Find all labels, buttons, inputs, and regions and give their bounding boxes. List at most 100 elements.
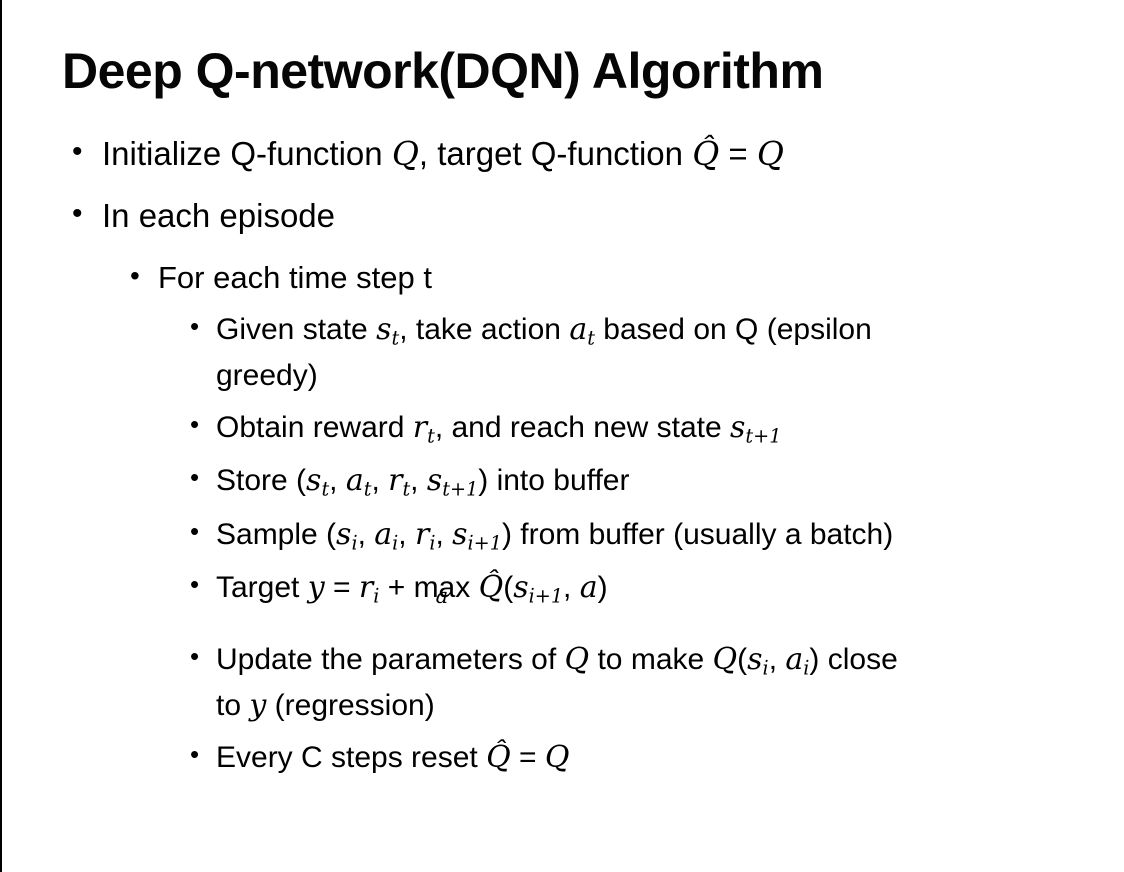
math-symbol: t bbox=[587, 326, 595, 350]
math-symbol: t+1 bbox=[745, 424, 782, 448]
math-symbol: y bbox=[307, 569, 325, 605]
math-symbol: t bbox=[427, 424, 435, 448]
bullet-item: • Obtain reward rt, and reach new state s… bbox=[2, 405, 1124, 451]
bullet-icon: • bbox=[190, 515, 200, 546]
math-symbol: a bbox=[345, 463, 364, 499]
math-symbol: a bbox=[569, 312, 588, 348]
math-symbol: Q bbox=[756, 134, 784, 173]
math-symbol: Q̂ bbox=[478, 569, 504, 605]
bullet-icon: • bbox=[190, 568, 200, 599]
bullet-icon: • bbox=[190, 311, 200, 342]
text-segment: ) into buffer bbox=[478, 464, 630, 498]
math-symbol: r bbox=[358, 569, 374, 605]
math-symbol: i+1 bbox=[528, 584, 564, 608]
bullet-icon: • bbox=[190, 462, 200, 493]
math-symbol: i bbox=[392, 531, 399, 555]
text-segment: (regression) bbox=[266, 689, 435, 723]
math-symbol: i+1 bbox=[467, 531, 502, 555]
bullet-text: Store (st, at, rt, st+1) into buffer bbox=[216, 458, 1124, 504]
bullet-text: In each episode bbox=[102, 194, 1124, 239]
bullet-item: •Given state st, take action at based on… bbox=[2, 307, 1124, 398]
text-segment: , target Q-function bbox=[418, 135, 693, 172]
math-symbol: s bbox=[452, 516, 468, 552]
bullet-text: Update the parameters of Q to make Q(si,… bbox=[216, 637, 1124, 728]
bullet-text: Obtain reward rt, and reach new state st… bbox=[216, 405, 1124, 451]
text-segment: ) close bbox=[809, 643, 898, 676]
math-symbol: i bbox=[762, 656, 769, 680]
bullet-text: Sample (si, ai, ri, si+1) from buffer (u… bbox=[216, 512, 1124, 558]
math-symbol: t bbox=[363, 477, 372, 501]
text-segment: Store ( bbox=[216, 464, 307, 498]
text-segment: , bbox=[357, 517, 375, 551]
bullet-list: •Initialize Q-function Q, target Q-funct… bbox=[2, 132, 1124, 780]
text-segment: Update the parameters of bbox=[216, 643, 565, 676]
text-segment: Target bbox=[216, 570, 308, 604]
math-symbol: s bbox=[426, 463, 443, 499]
math-symbol: Q̂ bbox=[692, 134, 720, 173]
math-symbol: Q bbox=[391, 134, 419, 173]
text-segment bbox=[470, 571, 478, 604]
slide-title: Deep Q-network(DQN) Algorithm bbox=[62, 43, 824, 99]
text-segment: , bbox=[329, 464, 346, 498]
math-symbol: t+1 bbox=[442, 477, 479, 501]
bullet-text: Every C steps reset Q̂ = Q bbox=[216, 735, 1124, 780]
text-segment: , bbox=[371, 464, 389, 498]
text-segment: = bbox=[719, 135, 757, 172]
bullet-icon: • bbox=[190, 641, 200, 671]
math-symbol: a bbox=[374, 516, 393, 552]
bullet-item: •Initialize Q-function Q, target Q-funct… bbox=[2, 132, 1124, 177]
math-symbol: t bbox=[321, 477, 330, 501]
math-symbol: a bbox=[785, 642, 804, 677]
math-symbol: t bbox=[402, 477, 411, 501]
math-symbol: a bbox=[579, 569, 598, 605]
text-segment: Given state bbox=[216, 313, 377, 347]
bullet-item: •In each episode bbox=[2, 194, 1124, 239]
bullet-item: •For each time step t bbox=[2, 256, 1124, 299]
math-symbol: s bbox=[336, 516, 352, 552]
math-symbol: r bbox=[388, 463, 403, 499]
math-symbol: Q bbox=[712, 642, 738, 677]
text-segment: Obtain reward bbox=[216, 411, 413, 445]
text-segment: , bbox=[435, 517, 453, 551]
bullet-item: •Store (st, at, rt, st+1) into buffer bbox=[2, 458, 1124, 504]
text-segment: , bbox=[398, 517, 415, 551]
text-segment: ) bbox=[597, 570, 608, 604]
math-symbol: i bbox=[429, 531, 436, 555]
text-segment: + bbox=[379, 570, 414, 604]
text-segment: greedy) bbox=[216, 359, 318, 393]
text-segment: ) from buffer (usually a batch) bbox=[501, 517, 894, 551]
math-under-symbol: a bbox=[435, 584, 449, 609]
math-symbol: y bbox=[249, 688, 267, 724]
math-symbol: i bbox=[803, 656, 810, 680]
text-segment: = bbox=[324, 570, 359, 604]
math-symbol: t bbox=[391, 326, 400, 350]
text-segment: In each episode bbox=[102, 196, 336, 234]
math-symbol: s bbox=[376, 312, 392, 348]
text-segment: , take action bbox=[399, 313, 570, 347]
bullet-item: • Sample (si, ai, ri, si+1) from buffer (… bbox=[2, 512, 1124, 558]
text-segment: ( bbox=[503, 570, 514, 604]
bullet-item: •Every C steps reset Q̂ = Q bbox=[2, 735, 1124, 780]
bullet-icon: • bbox=[72, 135, 83, 168]
text-segment: Sample ( bbox=[216, 517, 337, 551]
text-segment: , and reach new state bbox=[434, 411, 731, 445]
text-segment: , bbox=[768, 643, 786, 676]
math-symbol: Q bbox=[544, 740, 570, 776]
text-segment: Initialize Q-function bbox=[102, 135, 392, 172]
text-segment: = bbox=[510, 741, 545, 775]
bullet-item: • Update the parameters of Q to make Q(si… bbox=[2, 637, 1124, 728]
bullet-text: Given state st, take action at based on … bbox=[216, 307, 1124, 398]
text-segment: ( bbox=[737, 643, 748, 676]
text-segment: based on Q (epsilon bbox=[594, 313, 872, 347]
math-symbol: r bbox=[414, 516, 430, 552]
bullet-text: Initialize Q-function Q, target Q-functi… bbox=[102, 132, 1124, 177]
text-segment: to make bbox=[589, 643, 713, 676]
math-symbol: i bbox=[373, 584, 380, 608]
bullet-icon: • bbox=[190, 409, 200, 440]
math-symbol: Q bbox=[564, 642, 590, 677]
text-segment: Every C steps reset bbox=[216, 741, 487, 775]
